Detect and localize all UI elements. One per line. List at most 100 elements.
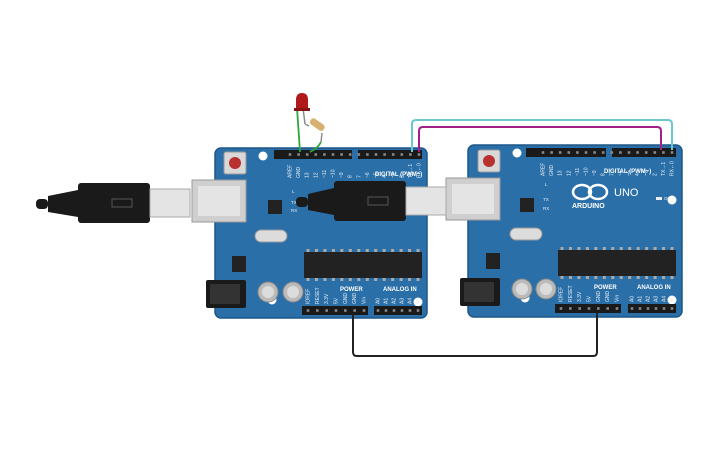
header-pin[interactable] bbox=[353, 309, 356, 312]
chip-pin bbox=[662, 276, 666, 279]
header-pin[interactable] bbox=[606, 307, 609, 310]
header-pin[interactable] bbox=[644, 151, 648, 154]
header-pin[interactable] bbox=[334, 309, 338, 312]
header-pin[interactable] bbox=[584, 151, 588, 154]
pin-label: A0 bbox=[630, 296, 636, 302]
chip-pin bbox=[399, 249, 403, 252]
usb-cable-left[interactable] bbox=[36, 183, 191, 223]
wire-magenta-rx-tx[interactable] bbox=[418, 126, 662, 152]
header-pin[interactable] bbox=[670, 151, 674, 154]
header-pin[interactable] bbox=[366, 153, 369, 156]
header-pin[interactable] bbox=[383, 153, 386, 156]
pin-label: 13 bbox=[558, 170, 564, 176]
mounting-hole bbox=[512, 148, 522, 158]
header-pin[interactable] bbox=[636, 151, 639, 154]
header-pin[interactable] bbox=[325, 309, 328, 312]
header-pin[interactable] bbox=[670, 307, 674, 310]
header-pin[interactable] bbox=[297, 153, 300, 156]
chip-pin bbox=[408, 278, 412, 281]
chip-pin bbox=[365, 249, 369, 252]
chip-pin bbox=[594, 247, 598, 250]
usb-cable-right[interactable] bbox=[296, 181, 447, 221]
chip-pin bbox=[636, 276, 640, 279]
header-pin[interactable] bbox=[569, 307, 572, 310]
resistor[interactable] bbox=[304, 117, 326, 153]
header-pin[interactable] bbox=[653, 151, 657, 154]
voltage-regulator bbox=[232, 256, 246, 272]
on-led bbox=[656, 197, 662, 200]
header-pin[interactable] bbox=[376, 309, 380, 312]
header-pin[interactable] bbox=[400, 153, 404, 156]
reset-button[interactable] bbox=[223, 151, 247, 175]
digital-header-low[interactable] bbox=[612, 148, 676, 157]
pin-label: A1 bbox=[384, 298, 390, 304]
digital-header-low[interactable] bbox=[358, 150, 422, 159]
header-pin[interactable] bbox=[409, 153, 412, 156]
header-pin[interactable] bbox=[348, 153, 352, 156]
header-pin[interactable] bbox=[638, 307, 642, 310]
header-pin[interactable] bbox=[578, 307, 581, 310]
header-pin[interactable] bbox=[306, 309, 310, 312]
mounting-hole bbox=[667, 195, 677, 205]
header-pin[interactable] bbox=[417, 153, 421, 156]
pin-label: ~9 bbox=[592, 170, 598, 176]
pin-label: GND bbox=[596, 291, 602, 303]
chip-pin bbox=[585, 276, 589, 279]
header-pin[interactable] bbox=[593, 151, 596, 154]
wire-black-gnd[interactable] bbox=[352, 312, 598, 357]
header-pin[interactable] bbox=[391, 153, 395, 156]
wire-cyan-tx-rx[interactable] bbox=[411, 119, 673, 152]
header-pin[interactable] bbox=[662, 151, 665, 154]
crystal-oscillator bbox=[509, 227, 543, 241]
chip-pin bbox=[670, 276, 674, 279]
analog-header[interactable] bbox=[374, 306, 422, 315]
header-pin[interactable] bbox=[550, 151, 553, 154]
chip-pin bbox=[568, 247, 572, 250]
header-pin[interactable] bbox=[288, 153, 292, 156]
header-pin[interactable] bbox=[619, 151, 622, 154]
header-pin[interactable] bbox=[374, 153, 378, 156]
chip-pin bbox=[585, 247, 589, 250]
header-pin[interactable] bbox=[314, 153, 318, 156]
header-pin[interactable] bbox=[601, 151, 605, 154]
header-pin[interactable] bbox=[344, 309, 347, 312]
header-pin[interactable] bbox=[316, 309, 319, 312]
header-pin[interactable] bbox=[630, 307, 634, 310]
header-pin[interactable] bbox=[587, 307, 591, 310]
header-pin[interactable] bbox=[384, 309, 388, 312]
header-pin[interactable] bbox=[662, 307, 666, 310]
pin-label: ~6 bbox=[618, 170, 624, 176]
pin-label: Vin bbox=[615, 295, 621, 302]
header-pin[interactable] bbox=[340, 153, 343, 156]
digital-header-high[interactable] bbox=[526, 148, 606, 157]
analog-header[interactable] bbox=[628, 304, 676, 313]
header-pin[interactable] bbox=[362, 309, 366, 312]
header-pin[interactable] bbox=[597, 307, 600, 310]
header-pin[interactable] bbox=[615, 307, 619, 310]
header-pin[interactable] bbox=[627, 151, 631, 154]
header-pin[interactable] bbox=[646, 307, 650, 310]
chip-pin bbox=[645, 247, 649, 250]
header-pin[interactable] bbox=[559, 307, 563, 310]
header-pin[interactable] bbox=[576, 151, 579, 154]
header-pin[interactable] bbox=[392, 309, 396, 312]
header-pin[interactable] bbox=[400, 309, 404, 312]
reset-button[interactable] bbox=[477, 149, 501, 173]
chip-pin bbox=[577, 247, 581, 250]
header-pin[interactable] bbox=[305, 153, 309, 156]
header-pin[interactable] bbox=[558, 151, 562, 154]
led-red[interactable] bbox=[294, 93, 310, 153]
header-pin[interactable] bbox=[357, 153, 361, 156]
digital-header-high[interactable] bbox=[274, 150, 352, 159]
header-pin[interactable] bbox=[331, 153, 335, 156]
header-pin[interactable] bbox=[416, 309, 420, 312]
header-pin[interactable] bbox=[610, 151, 614, 154]
header-pin[interactable] bbox=[567, 151, 571, 154]
header-pin[interactable] bbox=[654, 307, 658, 310]
header-pin[interactable] bbox=[323, 153, 326, 156]
header-pin[interactable] bbox=[541, 151, 545, 154]
header-pin[interactable] bbox=[408, 309, 412, 312]
